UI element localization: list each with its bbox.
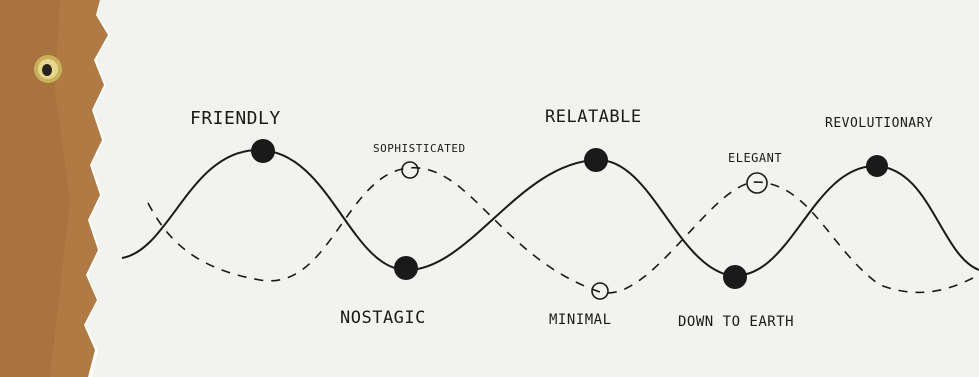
label-minimal: MINIMAL — [549, 312, 612, 328]
minimal-circle — [591, 282, 609, 300]
revolutionary-dot — [866, 155, 888, 177]
grommet — [34, 55, 62, 83]
elegant-circle — [746, 172, 768, 194]
label-down-to-earth: DOWN TO EARTH — [678, 314, 794, 330]
label-friendly: FRIENDLY — [190, 108, 281, 129]
label-nostalgic: NOSTAGIC — [340, 308, 426, 328]
label-relatable: RELATABLE — [545, 107, 642, 127]
cardboard-shade — [0, 0, 70, 377]
nostalgic-dot — [394, 256, 418, 280]
down-to-earth-dot — [723, 265, 747, 289]
relatable-dot — [584, 148, 608, 172]
label-elegant: ELEGANT — [728, 151, 782, 165]
label-sophisticated: SOPHISTICATED — [373, 142, 466, 155]
label-revolutionary: REVOLUTIONARY — [825, 116, 933, 131]
friendly-dot — [251, 139, 275, 163]
paper-sheet — [86, 0, 979, 377]
sophisticated-circle — [401, 161, 419, 179]
